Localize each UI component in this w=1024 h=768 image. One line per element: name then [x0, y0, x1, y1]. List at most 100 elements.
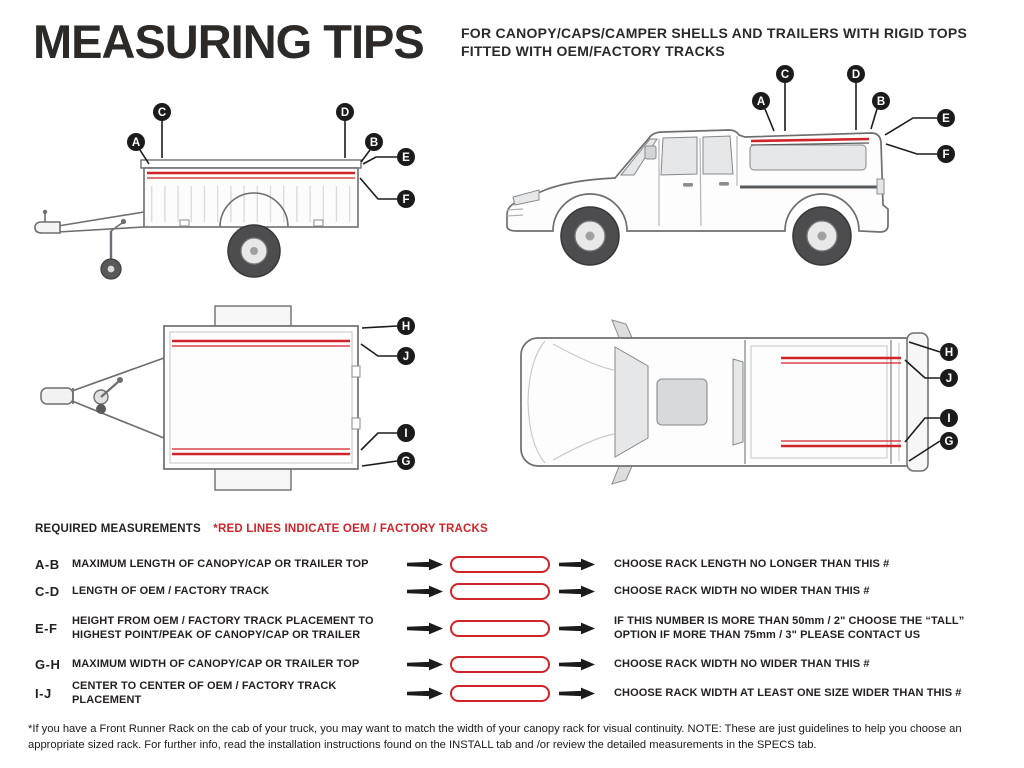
truck-wheels: [560, 206, 852, 266]
trailer-drawbar-top-view: [40, 357, 165, 439]
measurement-value-box: [450, 583, 550, 600]
svg-text:E: E: [942, 113, 950, 125]
badge-j: J: [360, 343, 415, 365]
svg-text:F: F: [942, 149, 949, 161]
measure-point-badges: A C D B E F: [752, 65, 955, 163]
measurement-guideline: IF THIS NUMBER IS MORE THAN 50mm / 2" CH…: [614, 614, 965, 641]
measurement-guideline: CHOOSE RACK WIDTH NO WIDER THAN THIS #: [614, 658, 870, 671]
arrow-right-icon: [552, 658, 602, 671]
measurement-row-ij: I-J CENTER TO CENTER OF OEM / FACTORY TR…: [35, 678, 993, 708]
svg-text:D: D: [341, 107, 349, 119]
arrow-right-icon: [552, 687, 602, 700]
svg-text:G: G: [945, 436, 954, 448]
taillight: [876, 178, 885, 195]
page-title: MEASURING TIPS: [33, 15, 425, 68]
truck-top-glass: [614, 346, 744, 458]
trailer-side-view-diagram: A C D B E F: [34, 103, 415, 280]
svg-text:D: D: [852, 69, 860, 81]
jockey-wheel-top-view: [93, 377, 123, 414]
badge-e: E: [884, 109, 955, 136]
svg-text:I: I: [404, 428, 407, 440]
trailer-body-top-view: [163, 325, 361, 470]
measurement-description: MAXIMUM WIDTH OF CANOPY/CAP OR TRAILER T…: [72, 658, 360, 671]
measurement-description: MAXIMUM LENGTH OF CANOPY/CAP OR TRAILER …: [72, 558, 369, 571]
measurement-row-ab: A-B MAXIMUM LENGTH OF CANOPY/CAP OR TRAI…: [35, 551, 993, 578]
svg-text:H: H: [945, 347, 953, 359]
trailer-fenders-top-view: [214, 305, 292, 491]
badge-g: G: [908, 432, 958, 462]
arrow-right-icon: [402, 585, 448, 598]
trailer-top-view-diagram: H J I G: [40, 305, 415, 491]
sunroof: [656, 378, 708, 426]
measurement-value-box: [450, 656, 550, 673]
svg-text:E: E: [402, 152, 410, 164]
arrow-right-icon: [402, 622, 448, 635]
badge-g: G: [361, 452, 415, 470]
svg-text:A: A: [757, 96, 765, 108]
measurement-code: G-H: [35, 657, 61, 672]
measurement-code: E-F: [35, 620, 58, 636]
required-measurements-label: REQUIRED MEASUREMENTS: [35, 523, 201, 535]
svg-text:H: H: [402, 321, 410, 333]
measurement-row-cd: C-D LENGTH OF OEM / FACTORY TRACK CHOOSE…: [35, 578, 993, 605]
headlight: [512, 189, 540, 206]
canopy-track-line: [750, 137, 870, 146]
badge-c: C: [153, 103, 171, 158]
arrow-right-icon: [402, 558, 448, 571]
side-mirror: [644, 145, 657, 160]
badge-d: D: [336, 103, 354, 158]
truck-windows: [619, 135, 867, 176]
measurement-description: CENTER TO CENTER OF OEM / FACTORY TRACK …: [72, 680, 337, 707]
measurement-code: A-B: [35, 557, 60, 572]
measurement-value-box: [450, 684, 550, 702]
jockey-wheel: [100, 218, 127, 280]
measurement-description: LENGTH OF OEM / FACTORY TRACK: [72, 585, 270, 598]
svg-text:B: B: [877, 96, 885, 108]
measure-point-badges: A C D B E F: [127, 103, 415, 208]
measurement-value-box: [450, 619, 550, 637]
legend-row: REQUIRED MEASUREMENTS *RED LINES INDICAT…: [35, 523, 488, 535]
badge-a: A: [127, 133, 150, 165]
measurement-code: I-J: [35, 685, 52, 701]
svg-text:F: F: [402, 194, 409, 206]
measurement-row-gh: G-H MAXIMUM WIDTH OF CANOPY/CAP OR TRAIL…: [35, 651, 993, 678]
oem-track-lines: [147, 171, 355, 179]
measurements-table: A-B MAXIMUM LENGTH OF CANOPY/CAP OR TRAI…: [35, 551, 993, 708]
svg-text:J: J: [946, 373, 952, 385]
badge-h: H: [908, 341, 958, 361]
arrow-right-icon: [552, 622, 602, 635]
measure-point-badges: H J I G: [360, 317, 415, 470]
measurement-code: C-D: [35, 584, 60, 599]
badge-h: H: [361, 317, 415, 335]
svg-text:A: A: [132, 137, 140, 149]
svg-text:G: G: [402, 456, 411, 468]
subtitle-line-1: FOR CANOPY/CAPS/CAMPER SHELLS AND TRAILE…: [461, 25, 968, 41]
svg-text:C: C: [158, 107, 166, 119]
badge-e: E: [362, 148, 415, 166]
measurement-guideline: CHOOSE RACK WIDTH NO WIDER THAN THIS #: [614, 585, 870, 598]
badge-b: B: [870, 92, 890, 130]
arrow-right-icon: [552, 585, 602, 598]
page-subtitle: FOR CANOPY/CAPS/CAMPER SHELLS AND TRAILE…: [461, 24, 967, 61]
svg-text:C: C: [781, 69, 789, 81]
svg-text:I: I: [947, 413, 950, 425]
oem-track-lines-top: [172, 339, 350, 456]
footnote: *If you have a Front Runner Rack on the …: [28, 723, 962, 752]
arrow-right-icon: [402, 687, 448, 700]
badge-f: F: [885, 143, 955, 163]
arrow-right-icon: [552, 558, 602, 571]
badge-f: F: [359, 177, 415, 208]
truck-top-body: [520, 332, 929, 472]
measurement-value-box: [450, 556, 550, 573]
badge-d: D: [847, 65, 865, 130]
truck-side-view-diagram: A C D B E F: [506, 65, 955, 266]
arrow-right-icon: [402, 658, 448, 671]
badge-c: C: [776, 65, 794, 131]
svg-text:B: B: [370, 137, 378, 149]
badge-j: J: [904, 359, 958, 387]
red-lines-note: *RED LINES INDICATE OEM / FACTORY TRACKS: [213, 523, 488, 535]
badge-a: A: [752, 92, 775, 132]
truck-top-view-diagram: H J I G: [520, 319, 958, 485]
canopy-top-view: [744, 340, 901, 464]
